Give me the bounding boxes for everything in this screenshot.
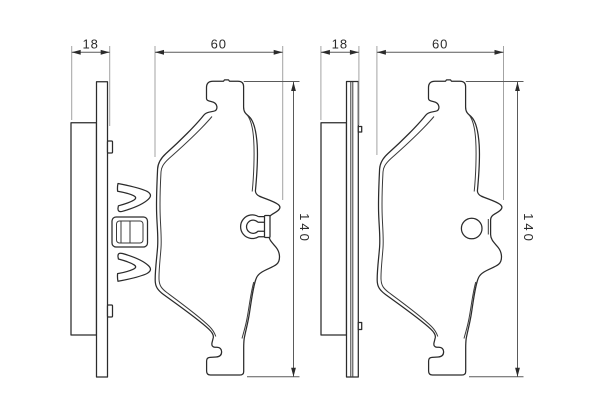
right-side-clip-tab-upper — [357, 125, 363, 133]
pad-friction-edge-right-lower — [241, 281, 255, 339]
right-height-dim-lines — [465, 81, 524, 378]
pad-outer-contour — [154, 79, 281, 376]
left-thickness-arrow-right — [100, 49, 110, 55]
ear-clip-block — [263, 214, 271, 239]
right-thickness-label: 18 — [332, 37, 348, 52]
left-height-label: 140 — [297, 213, 312, 244]
left-pad-front-view — [154, 79, 281, 376]
left-side-clip-tab-lower — [106, 304, 114, 318]
left-width-arrow-left — [155, 49, 164, 55]
left-height-dim-lines — [243, 81, 300, 378]
right-thickness-arrow-right — [349, 49, 359, 55]
right-thickness-arrow-left — [320, 49, 330, 55]
left-height-arrow-top — [291, 82, 296, 91]
left-side-backplate — [95, 81, 109, 378]
right-pad-side-view — [320, 80, 363, 378]
wear-indicator-chevron-bottom — [116, 252, 152, 282]
left-thickness-label: 18 — [82, 37, 98, 52]
right-width-arrow-left — [376, 49, 386, 55]
right-side-clip-tab-lower — [357, 321, 363, 331]
right-height-arrow-bottom — [515, 367, 520, 377]
left-thickness-arrow-left — [71, 49, 81, 55]
right-width-label: 60 — [432, 37, 448, 52]
left-pad-dimensions: 18 60 140 — [71, 37, 312, 378]
pad-friction-edge-left — [158, 116, 217, 337]
left-width-label: 60 — [211, 37, 227, 52]
left-pad-ear-clip — [239, 214, 271, 240]
right-side-shim-lines — [350, 81, 354, 377]
right-pad-sensor-hole — [460, 217, 483, 240]
right-side-friction-block — [320, 122, 348, 336]
left-thickness-extension-lines — [71, 46, 111, 126]
left-width-arrow-right — [273, 49, 283, 55]
left-side-friction-block — [70, 122, 98, 336]
left-side-clip-tab-upper — [106, 140, 114, 154]
left-pad-wear-indicator — [111, 182, 152, 282]
ear-clip-inner-arc — [245, 219, 265, 234]
right-width-extension-lines — [376, 46, 504, 200]
right-pad-dimensions: 18 60 140 — [320, 37, 536, 378]
right-pad-front-view — [376, 79, 503, 376]
right-height-arrow-top — [515, 82, 520, 91]
left-height-arrow-bottom — [291, 367, 296, 377]
right-width-arrow-right — [494, 49, 504, 55]
right-thickness-extension-lines — [320, 46, 360, 125]
left-pad-side-view — [70, 81, 114, 378]
wear-indicator-chevron-top — [116, 182, 152, 213]
left-width-extension-lines — [154, 46, 284, 200]
pad-friction-edge-right-upper — [246, 114, 255, 192]
wear-indicator-body-ribs — [120, 221, 131, 243]
right-height-label: 140 — [521, 213, 536, 244]
